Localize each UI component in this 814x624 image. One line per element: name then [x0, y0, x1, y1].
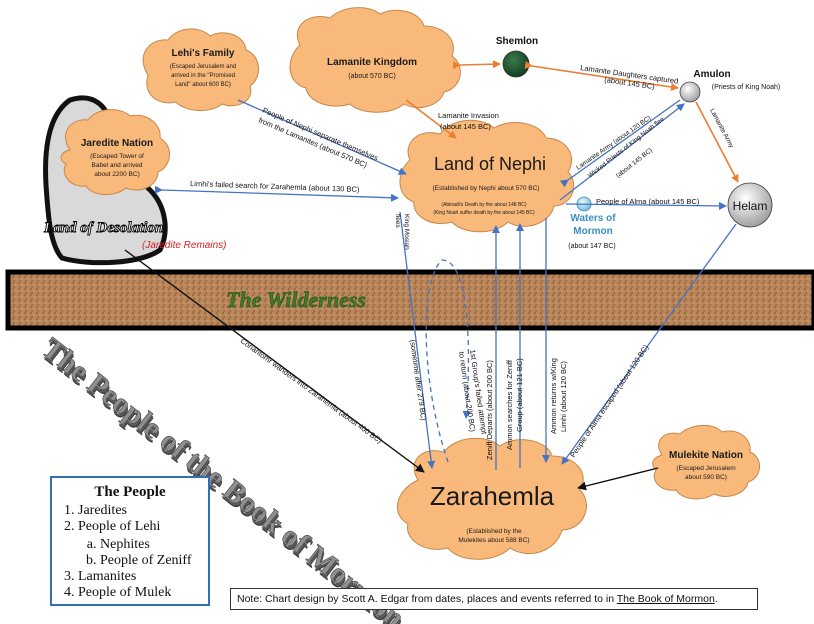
- note-prefix: Note: Chart design by Scott A. Edgar fro…: [237, 593, 617, 605]
- cloud-lehi: Lehi's Family (Escaped Jerusalem and arr…: [142, 28, 259, 111]
- legend-item: People of Mulek: [78, 585, 208, 601]
- lehi-title: Lehi's Family: [172, 48, 235, 59]
- legend-item: People of Lehi Nephites People of Zeniff: [78, 519, 208, 569]
- label-ammon-searches-2: Group (about 121 BC): [515, 358, 524, 432]
- arrow-coriantumr: [124, 249, 425, 473]
- arrow-nephi-separate: [237, 99, 407, 175]
- legend-sublist: Nephites People of Zeniff: [78, 537, 208, 569]
- waters-date: (about 147 BC): [568, 243, 615, 250]
- label-zeniff-departs: Zeniff Departs (about 200 BC): [485, 360, 494, 460]
- blue-arrows: [154, 99, 737, 470]
- orange-arrows: [405, 60, 739, 183]
- label-king-mosiah: King Mosiah: [403, 214, 410, 250]
- black-arrows: [124, 249, 659, 491]
- arrow-lamanite-army: [559, 99, 681, 188]
- label-lamanite-invasion: Lamanite Invasion: [438, 111, 499, 120]
- cloud-jaredite: Jaredite Nation (Escaped Tower of Babel …: [60, 109, 170, 195]
- legend-title: The People: [94, 484, 166, 500]
- label-ammon-returns-2: Limhi (about 120 BC): [559, 361, 568, 432]
- jaredite-title: Jaredite Nation: [81, 138, 153, 149]
- waters-label-1: Waters of: [570, 213, 616, 224]
- waters-label-2: Mormon: [573, 226, 612, 237]
- zarahemla-title: Zarahemla: [430, 481, 555, 511]
- wilderness-label: The Wilderness: [226, 287, 366, 312]
- label-nephi-separate-1: People of Nephi separate themselves: [261, 106, 379, 163]
- label-ammon-returns-1: Ammon returns w/King: [549, 358, 558, 434]
- arrow-kingdom-shemlon: [452, 60, 501, 70]
- arrow-limhi-search: [154, 185, 399, 202]
- nephi-line2: (Established by Nephi about 570 BC): [433, 185, 540, 192]
- helam-label: Helam: [733, 199, 768, 213]
- legend-subitem: Nephites: [100, 537, 208, 553]
- arrow-lamanite-invasion: [405, 99, 457, 139]
- legend-item: Lamanites: [78, 569, 208, 585]
- lehi-line3: arrived in the "Promised: [171, 73, 235, 79]
- arrow-wicked-priests: [559, 103, 685, 201]
- label-ammon-searches-1: Ammon searches for Zeniff: [505, 359, 514, 450]
- wilderness-band: The Wilderness: [5, 269, 814, 331]
- label-alma-escaped: People of Alma escaped (about 120 BC): [568, 343, 651, 459]
- label-people-of-alma: People of Alma (about 145 BC): [596, 197, 700, 206]
- cloud-land-of-nephi: Land of Nephi (Established by Nephi abou…: [399, 119, 575, 233]
- nephi-line3: (Abinadi's Death by fire about 148 BC): [441, 202, 527, 208]
- legend-item: Jaredites: [78, 503, 208, 519]
- place-amulon: Amulon (Priests of King Noah): [679, 69, 780, 103]
- legend-subitem: People of Zeniff: [100, 553, 208, 569]
- label-lamanite-army-2: Lamanite Army: [708, 108, 735, 150]
- cloud-zarahemla: Zarahemla (Established by the Mulekites …: [397, 437, 587, 560]
- cloud-mulekite: Mulekite Nation (Escaped Jerusalem about…: [652, 425, 760, 500]
- jaredite-line2: (Escaped Tower of: [90, 153, 144, 160]
- shemlon-label: Shemlon: [496, 36, 538, 47]
- legend-list: Jaredites People of Lehi Nephites People…: [52, 503, 208, 601]
- note-book: The Book of Mormon: [616, 593, 715, 605]
- desolation-sub: (Jaredite Remains): [142, 240, 226, 251]
- cloud-lamanite-kingdom: Lamanite Kingdom (about 570 BC): [289, 7, 461, 113]
- arrow-people-of-alma: [565, 201, 727, 210]
- amulon-sub: (Priests of King Noah): [712, 84, 780, 91]
- zarahemla-line2: (Established by the: [466, 528, 522, 535]
- mulekite-line3: about 590 BC): [685, 474, 727, 481]
- note-box: Note: Chart design by Scott A. Edgar fro…: [230, 588, 758, 610]
- arrow-shemlon-amulon: [524, 61, 679, 91]
- arrow-alma-escaped: [561, 223, 737, 465]
- mulekite-title: Mulekite Nation: [669, 450, 743, 461]
- arrow-mosiah-flees: [399, 211, 436, 469]
- zarahemla-line3: Mulekites about 588 BC): [458, 537, 529, 544]
- desolation-label: Land of Desolation: [43, 220, 163, 236]
- jaredite-line4: about 2200 BC): [94, 171, 140, 178]
- legend-item-label: People of Lehi: [78, 519, 161, 534]
- jaredite-line3: Babel and arrived: [92, 162, 143, 169]
- place-helam: Helam: [727, 182, 773, 228]
- label-invasion-date: (about 145 BC): [440, 122, 491, 131]
- lamanite-kingdom-date: (about 570 BC): [348, 73, 395, 80]
- amulon-label: Amulon: [693, 69, 730, 80]
- lehi-line4: Land" about 600 BC): [175, 82, 231, 88]
- arrow-mulekite-zarahemla: [577, 467, 659, 491]
- label-lamanite-army-1: Lamanite Army (about 120 BC): [575, 115, 652, 172]
- note-suffix: .: [714, 593, 718, 605]
- lehi-line2: (Escaped Jerusalem and: [170, 64, 236, 70]
- legend-box: The People Jaredites People of Lehi Neph…: [50, 476, 210, 606]
- place-shemlon: Shemlon: [496, 36, 538, 78]
- label-mosiah-flees: flees: [394, 214, 401, 228]
- lamanite-kingdom-title: Lamanite Kingdom: [327, 57, 417, 68]
- mulekite-line2: (Escaped Jerusalem: [676, 465, 735, 472]
- label-coriantumr: Coriantomr wanders into Zarahemla (about…: [239, 336, 384, 445]
- label-mosiah-date: (sometime after 279 BC): [408, 339, 428, 422]
- nephi-line4: (King Noah suffer death by fire about 14…: [433, 210, 535, 216]
- nephi-title: Land of Nephi: [434, 154, 546, 174]
- arrow-lamanite-army-helam: [695, 101, 739, 183]
- arrow-first-group: [425, 259, 471, 463]
